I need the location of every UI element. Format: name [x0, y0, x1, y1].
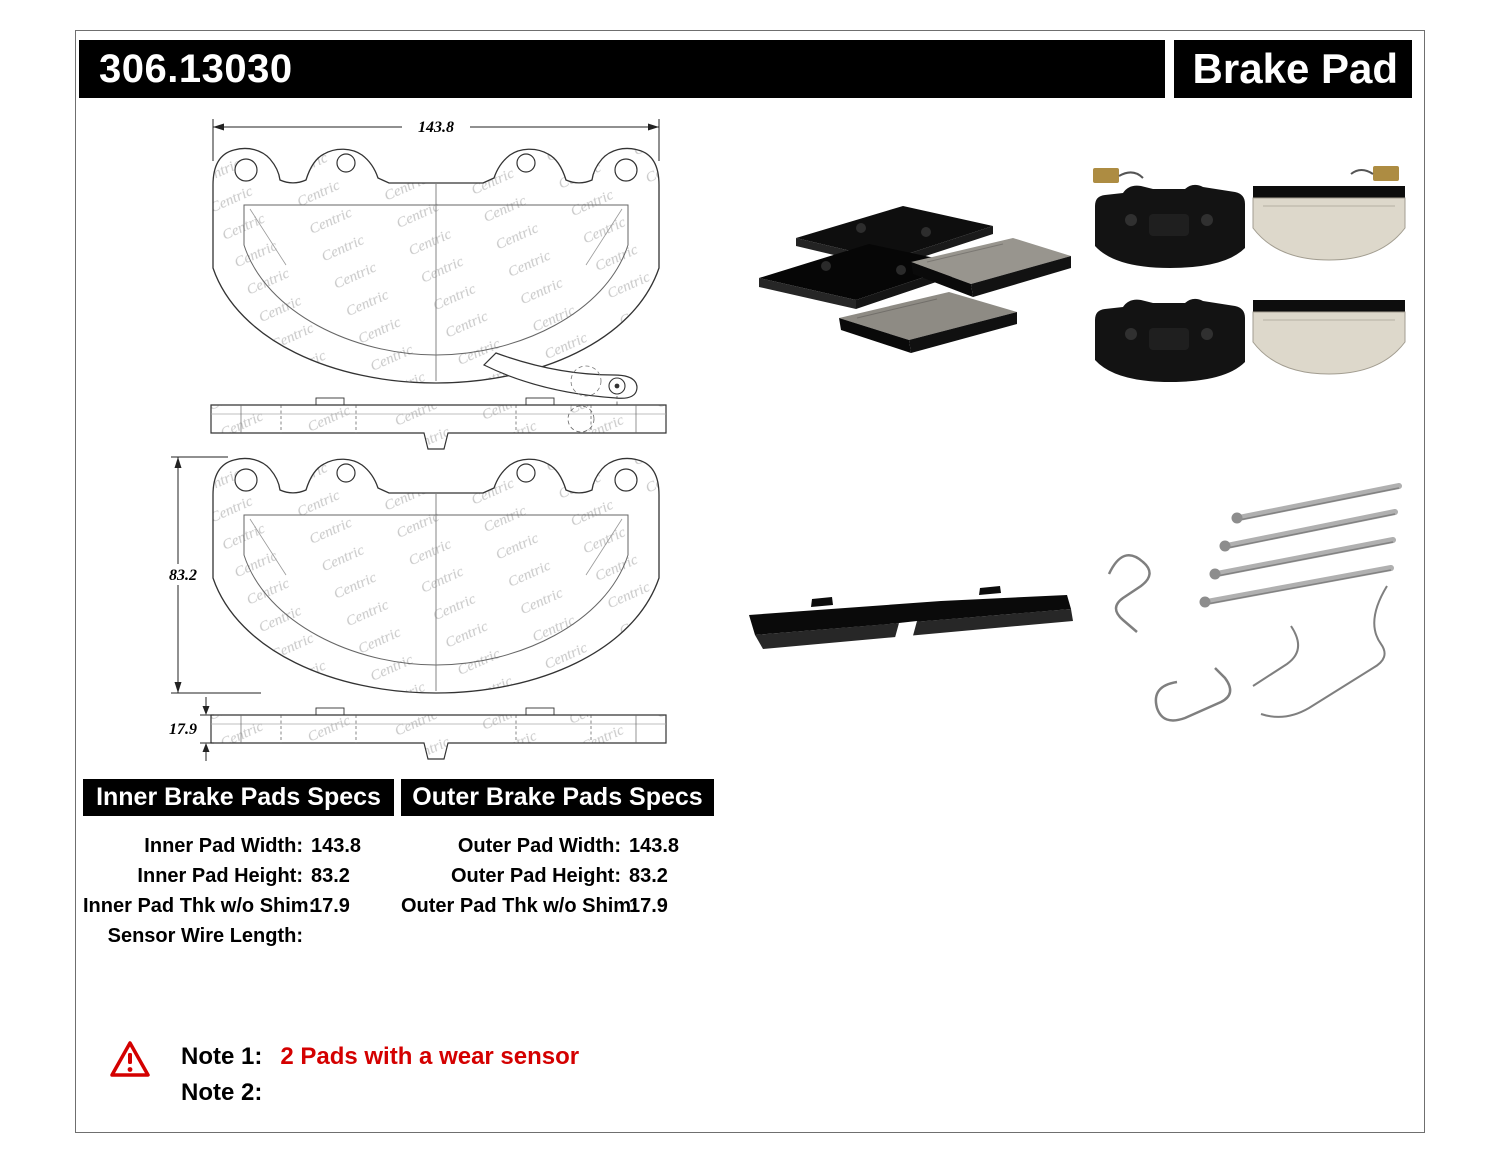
spec-label: Outer Pad Height: [450, 864, 621, 887]
technical-drawing: Centric [166, 116, 667, 761]
pad-front-view-with-sensor [212, 147, 660, 405]
spec-row-sensor-wire-length: Sensor Wire Length: [83, 921, 403, 951]
spec-value: 83.2 [311, 864, 350, 887]
spec-value: 17.9 [629, 894, 668, 917]
pad-friction-bottom [1252, 299, 1406, 375]
spec-value: 83.2 [629, 864, 668, 887]
spec-label: Inner Pad Width: [144, 834, 303, 857]
pad-friction-top [1252, 185, 1406, 261]
spec-row-inner-width: Inner Pad Width: 143.8 [83, 831, 403, 861]
product-name-bar: Brake Pad [1174, 40, 1412, 98]
thickness-dimension-label: 17.9 [169, 721, 197, 738]
note-2: Note 2: [181, 1079, 280, 1111]
spec-row-inner-height: Inner Pad Height: 83.2 [83, 861, 403, 891]
backing-plate-bottom [1095, 298, 1245, 382]
pad-front-view-2 [212, 457, 660, 694]
brake-pad-right [911, 238, 1071, 297]
spec-row-outer-width: Outer Pad Width: 143.8 [401, 831, 741, 861]
photo-hardware-kit [1107, 483, 1402, 722]
title-bar-divider [1165, 40, 1174, 98]
guide-pins [1199, 483, 1402, 608]
spec-row-outer-thickness: Outer Pad Thk w/o Shim: 17.9 [401, 891, 741, 921]
spec-value: 143.8 [311, 834, 362, 857]
thickness-dimension: 17.9 [166, 697, 214, 761]
wear-sensor-tab [482, 352, 638, 399]
note-2-label: Note 2: [181, 1079, 263, 1106]
height-dimension-label: 83.2 [169, 567, 197, 584]
spec-label: Sensor Wire Length: [107, 924, 303, 947]
warning-triangle-icon [109, 1039, 151, 1081]
outer-specs-table: Outer Pad Width: 143.8 Outer Pad Height:… [401, 831, 741, 921]
pad-edge-strip-1 [210, 397, 667, 450]
height-dimension: 83.2 [166, 456, 261, 694]
width-dimension-label: 143.8 [418, 119, 454, 136]
pad-edge-plate [749, 595, 1071, 635]
spec-row-inner-thickness: Inner Pad Thk w/o Shim: 17.9 [83, 891, 403, 921]
photo-pad-edge-view [749, 586, 1073, 649]
note-1: Note 1: 2 Pads with a wear sensor [181, 1043, 579, 1075]
spec-value: 143.8 [629, 834, 680, 857]
outer-specs-header: Outer Brake Pads Specs [401, 779, 714, 816]
spec-label: Inner Pad Height: [137, 864, 303, 887]
title-bar: 306.13030 Brake Pad [79, 40, 1412, 98]
spec-sheet-page: 306.13030 Brake Pad Centric [75, 30, 1425, 1133]
spec-label: Outer Pad Thk w/o Shim: [401, 894, 638, 917]
photo-pads-with-wear-sensors [1093, 166, 1406, 382]
spec-row-outer-height: Outer Pad Height: 83.2 [401, 861, 741, 891]
spec-label: Inner Pad Thk w/o Shim: [83, 894, 316, 917]
inner-specs-header: Inner Brake Pads Specs [83, 779, 394, 816]
width-dimension: 143.8 [212, 116, 660, 161]
note-1-text: 2 Pads with a wear sensor [280, 1043, 580, 1070]
brake-pad-bottom [839, 292, 1017, 353]
wear-sensor-left [1093, 168, 1144, 183]
part-number-bar: 306.13030 [79, 40, 1165, 98]
inner-specs-table: Inner Pad Width: 143.8 Inner Pad Height:… [83, 831, 403, 951]
spec-label: Outer Pad Width: [457, 834, 621, 857]
spec-value: 17.9 [311, 894, 350, 917]
note-1-label: Note 1: [181, 1043, 263, 1070]
part-number: 306.13030 [99, 46, 293, 91]
wear-sensor-right [1350, 166, 1399, 181]
backing-plate-top [1095, 184, 1245, 268]
product-name: Brake Pad [1192, 45, 1398, 92]
pad-edge-strip-2 [210, 707, 667, 760]
photo-pads-angled-set [759, 206, 1071, 353]
abutment-clips [1107, 554, 1388, 722]
